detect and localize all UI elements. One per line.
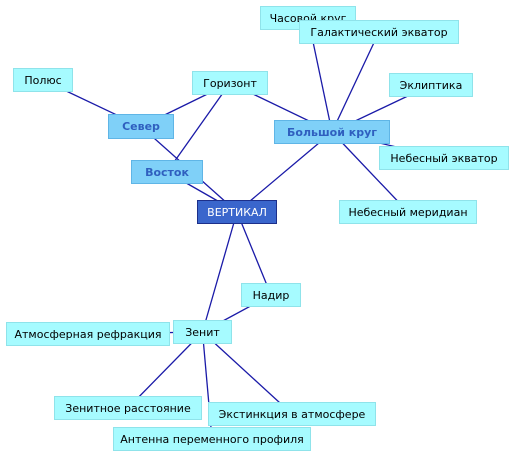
node-bolshoy-krug: Большой круг <box>274 120 390 144</box>
edge-center-bolshoy_krug <box>236 131 333 213</box>
node-sever: Север <box>108 114 174 139</box>
node-nebesny-ekvator: Небесный экватор <box>379 146 509 170</box>
node-nadir: Надир <box>241 283 301 307</box>
node-atm-refraktsiya: Атмосферная рефракция <box>6 322 170 346</box>
edge-zenit-ekstinktsiya <box>202 331 293 415</box>
node-ekstinktsiya: Экстинкция в атмосфере <box>208 402 376 426</box>
edge-zenit-zenitnoe_rasstoyanie <box>127 331 203 409</box>
node-polyus: Полюс <box>13 68 73 92</box>
node-vostok: Восток <box>131 160 203 184</box>
node-zenitnoe-rasstoyanie: Зенитное расстояние <box>54 396 202 420</box>
node-ekliptika: Эклиптика <box>389 73 473 97</box>
edge-bolshoy_krug-nebesny_meridian <box>331 131 409 213</box>
edge-vostok-gorizont <box>166 82 231 173</box>
node-vertikal: ВЕРТИКАЛ <box>197 200 277 224</box>
edge-bolshoy_krug-galakticheskiy_ekvator <box>331 31 380 133</box>
node-galakticheskiy-ekvator: Галактический экватор <box>299 20 459 44</box>
node-zenit: Зенит <box>173 320 232 344</box>
node-nebesny-meridian: Небесный меридиан <box>339 200 477 224</box>
edge-center-nadir <box>236 211 272 296</box>
node-antenna: Антенна переменного профиля <box>113 427 311 451</box>
node-gorizont: Горизонт <box>192 71 268 95</box>
edge-center-zenit <box>201 211 238 333</box>
